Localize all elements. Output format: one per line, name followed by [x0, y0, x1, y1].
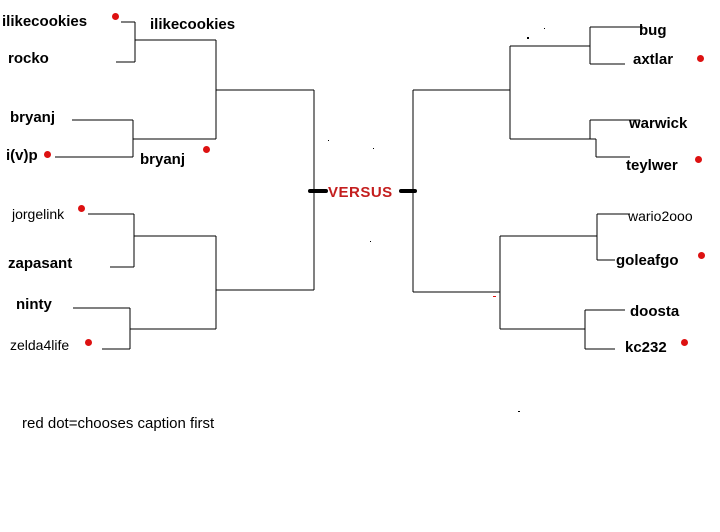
first-pick-dot — [698, 252, 705, 259]
left-r2-name-1: ilikecookies — [150, 16, 236, 33]
left-r2-name-2: bryanj — [140, 151, 186, 168]
first-pick-dot — [44, 151, 51, 158]
right-r1-name-3: warwick — [629, 115, 688, 132]
first-pick-dot — [78, 205, 85, 212]
legend-text: red dot=chooses caption first — [22, 415, 215, 432]
first-pick-dot — [112, 13, 119, 20]
first-pick-dot — [203, 146, 210, 153]
left-r1-name-4: i(v)p — [6, 147, 38, 164]
right-r1-name-1: bug — [639, 22, 667, 39]
left-r1-name-3: bryanj — [10, 109, 56, 126]
right-r1-name-6: goleafgo — [616, 252, 679, 269]
first-pick-dot — [695, 156, 702, 163]
right-r1-name-8: kc232 — [625, 339, 667, 356]
first-pick-dot — [85, 339, 92, 346]
left-r1-name-8: zelda4life — [10, 337, 70, 353]
right-r1-name-7: doosta — [630, 303, 680, 320]
left-r1-name-2: rocko — [8, 50, 49, 67]
left-r1-name-6: zapasant — [8, 255, 73, 272]
left-r1-name-5: jorgelink — [12, 206, 65, 222]
right-r1-name-5: wario2ooo — [628, 208, 693, 224]
first-pick-dot — [697, 55, 704, 62]
right-r1-name-4: teylwer — [626, 157, 678, 174]
left-r1-name-7: ninty — [16, 296, 52, 313]
first-pick-dot — [681, 339, 688, 346]
right-r1-name-2: axtlar — [633, 51, 674, 68]
left-r1-name-1: ilikecookies — [2, 13, 88, 30]
versus-label: VERSUS — [328, 184, 393, 201]
